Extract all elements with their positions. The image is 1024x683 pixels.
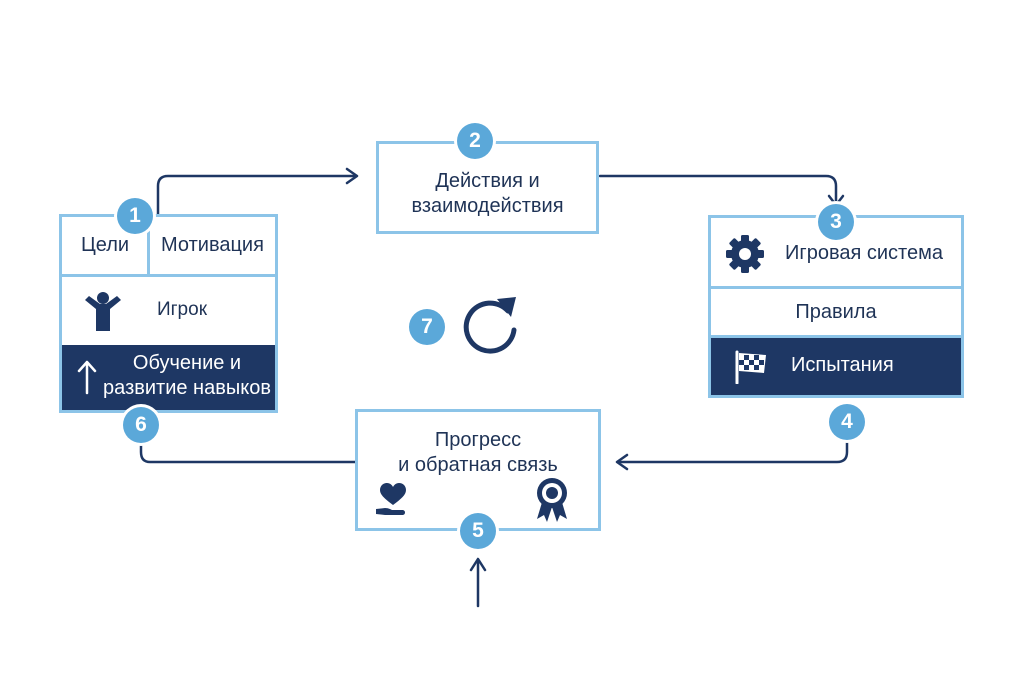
input-arrowhead bbox=[469, 557, 487, 572]
progress-label-line2: и обратная связь bbox=[398, 454, 558, 476]
connector-5-to-6 bbox=[139, 435, 357, 464]
actions-label-line2: взаимодействия bbox=[411, 195, 564, 217]
step-badge-1: 1 bbox=[117, 198, 153, 234]
game-system-box: Игровая система Правила Испытания bbox=[708, 215, 964, 398]
divider bbox=[711, 286, 961, 289]
heart-hand-icon bbox=[376, 483, 406, 515]
step-badge-5: 5 bbox=[460, 513, 496, 549]
connector-1-to-2 bbox=[156, 174, 358, 216]
person-icon bbox=[85, 292, 121, 331]
divider bbox=[711, 335, 961, 338]
motivation-cell: Мотивация bbox=[150, 217, 275, 274]
arrowhead-5 bbox=[615, 453, 629, 471]
challenges-label: Испытания bbox=[791, 354, 894, 376]
game-system-cell: Игровая система bbox=[769, 218, 959, 288]
goals-label: Цели bbox=[80, 234, 130, 256]
game-system-label: Игровая система bbox=[785, 241, 943, 264]
divider bbox=[62, 274, 275, 277]
challenges-cell: Испытания bbox=[711, 338, 961, 395]
award-ribbon-icon bbox=[537, 478, 567, 522]
checkered-flag-icon bbox=[735, 350, 766, 384]
learning-label-line2: развитие навыков bbox=[103, 377, 271, 399]
motivation-label: Мотивация bbox=[161, 234, 264, 256]
step-badge-2: 2 bbox=[457, 123, 493, 159]
rules-label: Правила bbox=[795, 301, 877, 323]
divider bbox=[147, 217, 150, 274]
player-box: Цели Мотивация Игрок Обучение и развитие… bbox=[59, 214, 278, 413]
arrow-up-icon bbox=[77, 360, 97, 395]
player-label: Игрок bbox=[156, 299, 208, 320]
step-badge-7: 7 bbox=[409, 309, 445, 345]
step-badge-4: 4 bbox=[829, 404, 865, 440]
step-badge-3: 3 bbox=[818, 204, 854, 240]
refresh-icon bbox=[463, 297, 517, 354]
progress-label-line1: Прогресс bbox=[434, 429, 522, 451]
learning-label-line1: Обучение и bbox=[132, 352, 242, 374]
arrowhead-2 bbox=[345, 167, 359, 185]
actions-box: Действия и взаимодействия bbox=[376, 141, 599, 234]
gear-icon bbox=[726, 235, 764, 273]
goals-cell: Цели bbox=[62, 217, 148, 274]
connector-2-to-3 bbox=[598, 174, 838, 206]
actions-label-line1: Действия и bbox=[435, 170, 540, 192]
connector-4-to-5 bbox=[616, 438, 849, 464]
player-cell: Игрок bbox=[132, 277, 232, 343]
rules-cell: Правила bbox=[711, 289, 961, 336]
step-badge-6: 6 bbox=[123, 407, 159, 443]
learning-cell: Обучение и развитие навыков bbox=[62, 345, 275, 410]
